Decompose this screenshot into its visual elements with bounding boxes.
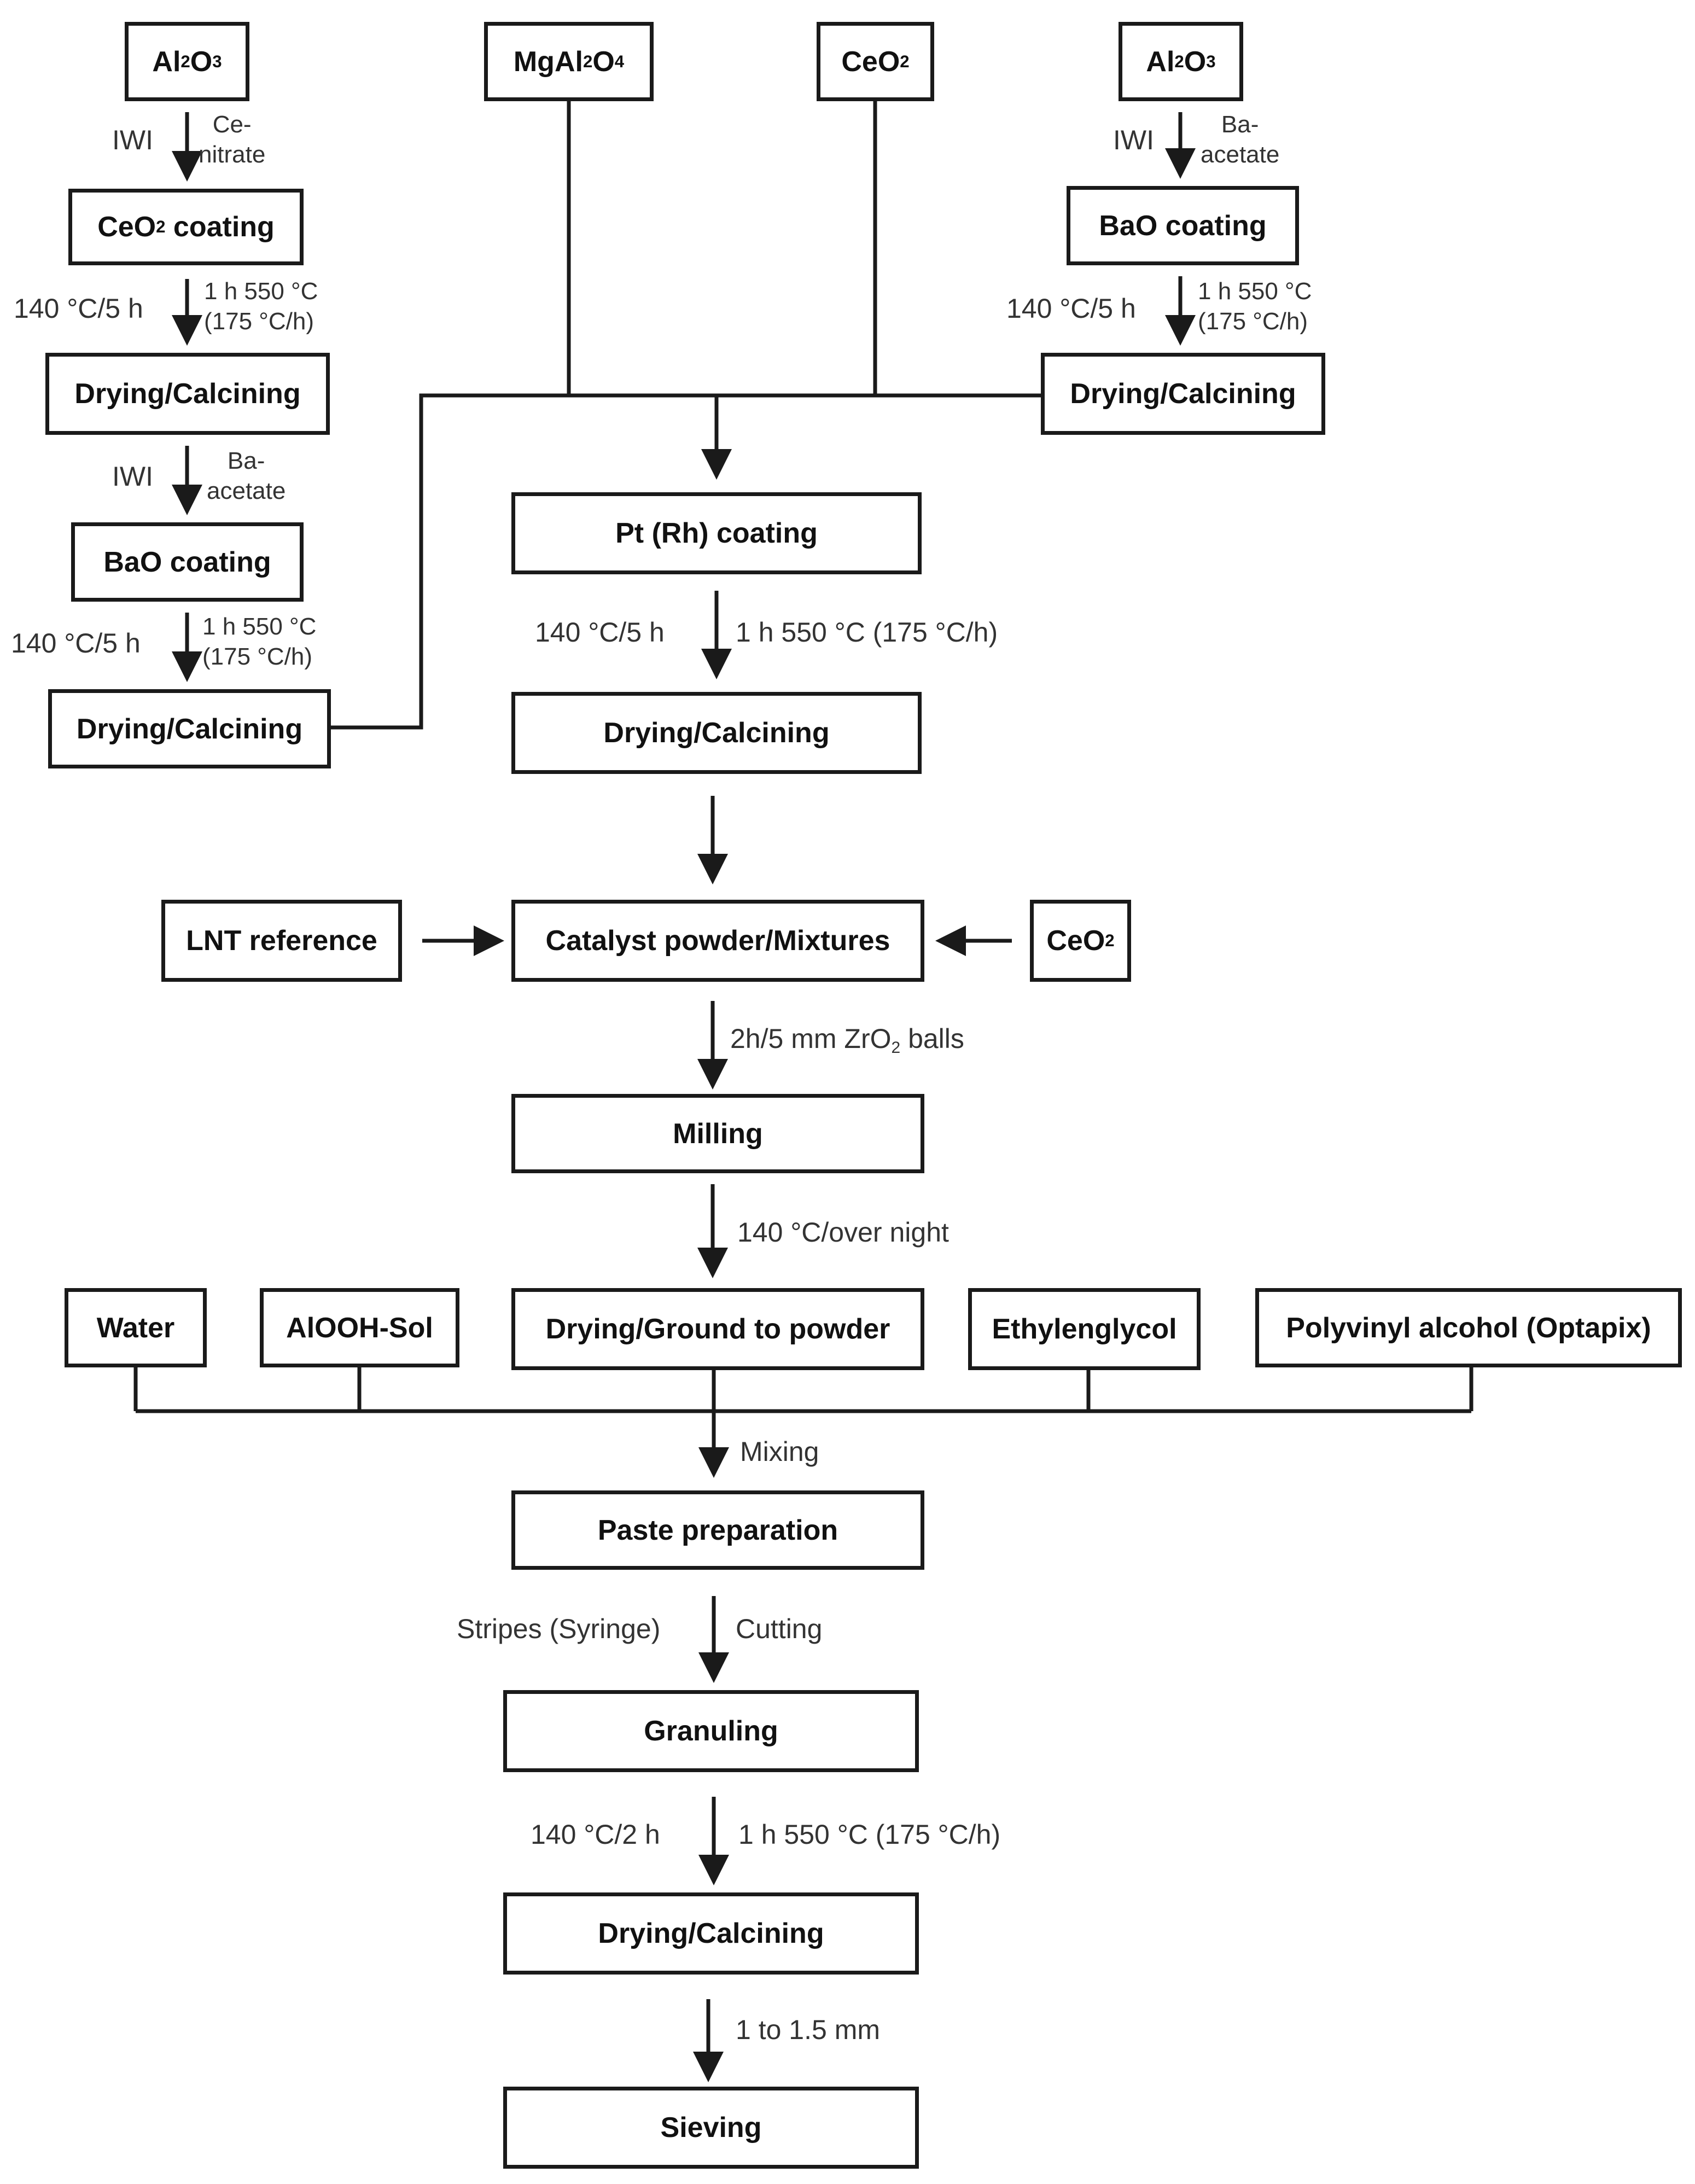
pt-rh-coating-box: Pt (Rh) coating xyxy=(511,492,922,574)
label-stripes: Stripes (Syringe) xyxy=(457,1614,661,1644)
milling-box: Milling xyxy=(511,1094,924,1173)
granuling-box: Granuling xyxy=(503,1690,919,1772)
label-left-iwi-2: IWI xyxy=(112,461,153,492)
label-milling-condition: 2h/5 mm ZrO2 balls xyxy=(730,1023,964,1057)
drying-calcining-left-1-box: Drying/Calcining xyxy=(45,353,330,435)
label-cutting: Cutting xyxy=(736,1614,823,1644)
label-left-temp-1: 140 °C/5 h xyxy=(14,293,143,324)
bao-coating-left-box: BaO coating xyxy=(71,522,304,602)
lnt-reference-box: LNT reference xyxy=(161,900,402,982)
drying-ground-box: Drying/Ground to powder xyxy=(511,1288,924,1370)
polyvinyl-alcohol-box: Polyvinyl alcohol (Optapix) xyxy=(1255,1288,1682,1367)
drying-calcining-center-box: Drying/Calcining xyxy=(511,692,922,774)
alooh-sol-box: AlOOH-Sol xyxy=(260,1288,459,1367)
label-right-temp: 140 °C/5 h xyxy=(1006,293,1136,324)
drying-calcining-left-2-box: Drying/Calcining xyxy=(48,689,331,768)
line-left-drying-to-collector xyxy=(331,393,1041,730)
label-sieve-size: 1 to 1.5 mm xyxy=(736,2014,880,2045)
sieving-box: Sieving xyxy=(503,2087,919,2169)
label-right-iwi: IWI xyxy=(1113,125,1154,155)
label-left-temp-2: 140 °C/5 h xyxy=(11,628,141,659)
bao-coating-right-box: BaO coating xyxy=(1067,186,1299,265)
label-mixing: Mixing xyxy=(740,1436,819,1467)
water-box: Water xyxy=(65,1288,207,1367)
label-center-temp: 140 °C/5 h xyxy=(535,617,665,648)
catalyst-powder-box: Catalyst powder/Mixtures xyxy=(511,900,924,982)
label-right-calc: 1 h 550 °C (175 °C/h) xyxy=(1198,278,1312,335)
ethylenglycol-box: Ethylenglycol xyxy=(968,1288,1201,1370)
label-final-calc: 1 h 550 °C (175 °C/h) xyxy=(738,1819,1001,1850)
label-left-ba-acetate-1: Ba- acetate xyxy=(207,447,286,504)
paste-preparation-box: Paste preparation xyxy=(511,1490,924,1570)
label-left-iwi-1: IWI xyxy=(112,125,153,155)
label-left-calc-2: 1 h 550 °C (175 °C/h) xyxy=(202,613,317,670)
drying-calcining-final-box: Drying/Calcining xyxy=(503,1892,919,1975)
label-left-ce-nitrate: Ce- nitrate xyxy=(199,111,266,168)
drying-calcining-right-box: Drying/Calcining xyxy=(1041,353,1325,435)
label-center-calc: 1 h 550 °C (175 °C/h) xyxy=(736,617,998,648)
label-final-temp: 140 °C/2 h xyxy=(531,1819,660,1850)
label-drying-condition: 140 °C/over night xyxy=(737,1217,949,1248)
label-left-calc-1: 1 h 550 °C (175 °C/h) xyxy=(204,278,318,335)
label-right-ba-acetate: Ba- acetate xyxy=(1201,111,1280,168)
